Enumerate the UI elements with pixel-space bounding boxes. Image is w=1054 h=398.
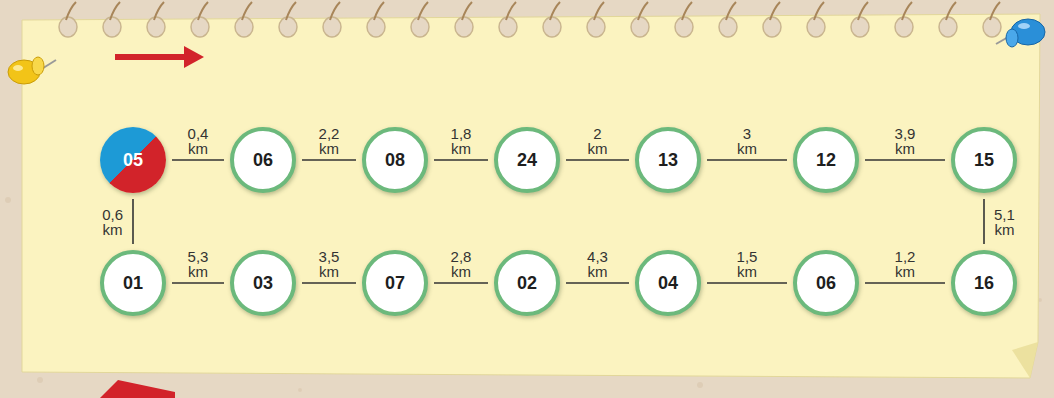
stop-number: 06 — [253, 150, 273, 171]
stop-circle: 08 — [362, 127, 428, 193]
stop-number: 13 — [658, 150, 678, 171]
distance-label: 0,6 km — [102, 207, 123, 237]
distance-label: 3,9 km — [895, 126, 916, 156]
distance-label: 3 km — [737, 126, 757, 156]
stop-number: 03 — [253, 273, 273, 294]
stop-circle: 16 — [951, 250, 1017, 316]
route-segment — [172, 283, 224, 284]
stop-circle: 15 — [951, 127, 1017, 193]
route-segment — [984, 199, 985, 244]
distance-label: 3,5 km — [319, 249, 340, 279]
distance-label: 5,3 km — [188, 249, 209, 279]
stop-circle: 07 — [362, 250, 428, 316]
route-segment — [865, 160, 945, 161]
route-segment — [302, 283, 356, 284]
route-segment — [707, 160, 787, 161]
stop-number: 06 — [816, 273, 836, 294]
stop-number: 15 — [974, 150, 994, 171]
stop-number: 12 — [816, 150, 836, 171]
stop-number: 24 — [517, 150, 537, 171]
start-stop-circle: 05 — [100, 127, 166, 193]
distance-label: 0,4 km — [188, 126, 209, 156]
stop-circle: 13 — [635, 127, 701, 193]
stop-circle: 02 — [494, 250, 560, 316]
route-segment — [566, 160, 629, 161]
stop-number: 04 — [658, 273, 678, 294]
distance-label: 5,1 km — [994, 207, 1015, 237]
stop-number: 07 — [385, 273, 405, 294]
stop-number: 02 — [517, 273, 537, 294]
stop-circle: 01 — [100, 250, 166, 316]
stop-number: 01 — [123, 273, 143, 294]
route-segment — [865, 283, 945, 284]
distance-label: 1,2 km — [895, 249, 916, 279]
route-segment — [566, 283, 629, 284]
route-segment — [707, 283, 787, 284]
stop-circle: 06 — [230, 127, 296, 193]
route-segment — [434, 283, 488, 284]
distance-label: 2 km — [588, 126, 608, 156]
stop-circle: 12 — [793, 127, 859, 193]
route-segment — [133, 199, 134, 244]
distance-label: 1,8 km — [451, 126, 472, 156]
distance-label: 2,2 km — [319, 126, 340, 156]
stop-number: 05 — [123, 150, 143, 171]
stop-circle: 06 — [793, 250, 859, 316]
stop-circle: 24 — [494, 127, 560, 193]
stop-number: 08 — [385, 150, 405, 171]
distance-label: 1,5 km — [737, 249, 758, 279]
route-segment — [172, 160, 224, 161]
stop-circle: 03 — [230, 250, 296, 316]
distance-label: 2,8 km — [451, 249, 472, 279]
route-segment — [302, 160, 356, 161]
distance-label: 4,3 km — [587, 249, 608, 279]
stop-circle: 04 — [635, 250, 701, 316]
route-segment — [434, 160, 488, 161]
stop-number: 16 — [974, 273, 994, 294]
